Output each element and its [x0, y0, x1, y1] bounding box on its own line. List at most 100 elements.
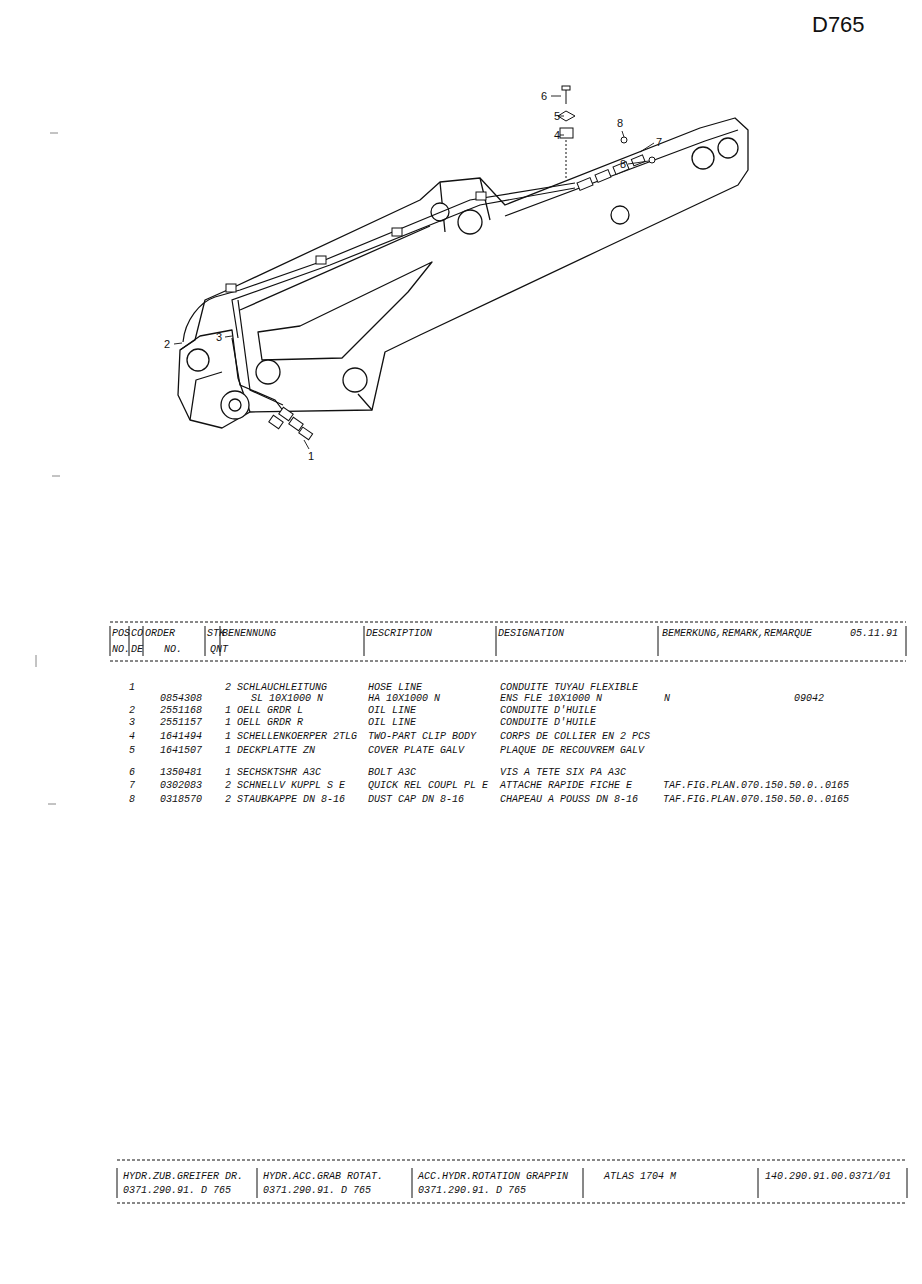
table-cell: TAF.FIG.PLAN.070.150.50.0..0165: [663, 780, 849, 792]
footer-rules-part: [583, 1168, 584, 1198]
footer-cell: HYDR.ZUB.GREIFER DR.: [123, 1171, 243, 1183]
table-cell: 1: [225, 745, 231, 757]
table-cell: 0318570: [160, 794, 202, 806]
upper-couplings: [577, 137, 655, 190]
table-cell: 3: [129, 717, 135, 729]
table-cell: 2: [225, 794, 231, 806]
clamps-part: [316, 256, 326, 264]
lower-couplings-part: [299, 427, 313, 440]
table-cell: CONDUITE TUYAU FLEXIBLE: [500, 682, 638, 694]
clamps-part: [476, 192, 486, 200]
clamps: [226, 192, 486, 292]
footer-rules-part: [412, 1168, 413, 1198]
table-header: DESIGNATION: [498, 628, 564, 640]
clamps-part: [226, 284, 236, 292]
lower-couplings-part: [279, 407, 293, 420]
hose-lines: [183, 183, 575, 420]
table-header: BENENNUNG: [222, 628, 276, 640]
table-cell: DECKPLATTE ZN: [237, 745, 315, 757]
table-rules-part: [906, 626, 907, 656]
table-cell: 1: [129, 682, 135, 694]
footer-cell: 0371.290.91. D 765: [123, 1185, 231, 1197]
table-cell: CHAPEAU A POUSS DN 8-16: [500, 794, 638, 806]
table-rules: [110, 622, 906, 661]
upper-couplings-part: [649, 157, 655, 163]
boom-illustration-part: [718, 138, 738, 158]
page-code: D765: [812, 12, 865, 38]
table-cell: OELL GRDR R: [237, 717, 303, 729]
leader-lines-part: [225, 336, 232, 337]
footer-cell: ATLAS 1704 M: [604, 1171, 676, 1183]
footer-rules-part: [257, 1168, 258, 1198]
footer-rules: [117, 1160, 907, 1203]
table-header: QNT: [210, 644, 228, 656]
scan-marks-part: [50, 133, 58, 134]
table-cell: 2551157: [160, 717, 202, 729]
hose-lines-part: [232, 188, 575, 338]
table-cell: ENS FLE 10X1000 N: [500, 693, 602, 705]
table-cell: DUST CAP DN 8-16: [368, 794, 464, 806]
callout-number: 3: [216, 331, 222, 343]
boom-illustration-part: [343, 368, 367, 392]
clamp-assembly-part: [560, 128, 573, 138]
leader-lines-part: [551, 96, 561, 97]
table-header: NO.: [112, 644, 130, 656]
upper-couplings-part: [631, 155, 645, 166]
table-cell: 5: [129, 745, 135, 757]
leader-lines-part: [304, 440, 309, 449]
table-cell: OELL GRDR L: [237, 705, 303, 717]
table-header: BEMERKUNG,REMARK,REMARQUE: [662, 628, 812, 640]
table-cell: OIL LINE: [368, 717, 416, 729]
table-cell: QUICK REL COUPL PL E: [368, 780, 488, 792]
table-header: DE: [131, 644, 143, 656]
table-cell: 0302083: [160, 780, 202, 792]
callout-number: 2: [164, 338, 170, 350]
clamp-assembly: [558, 86, 575, 180]
boom-illustration-part: [178, 118, 748, 428]
lower-couplings-part: [289, 417, 303, 430]
table-cell: 2: [225, 682, 231, 694]
clamps-part: [392, 228, 402, 236]
footer-cell: ACC.HYDR.ROTATION GRAPPIN: [418, 1171, 568, 1183]
table-cell: CONDUITE D'HUILE: [500, 705, 596, 717]
table-cell: SL 10X1000 N: [251, 693, 323, 705]
table-header: NO.: [164, 644, 182, 656]
table-cell: 1641494: [160, 731, 202, 743]
table-cell: 7: [129, 780, 135, 792]
boom-illustration: [178, 118, 748, 428]
callout-number: 1: [308, 450, 314, 462]
boom-illustration-part: [180, 330, 250, 420]
table-header: POS: [112, 628, 130, 640]
table-cell: 2: [225, 780, 231, 792]
callout-number: 5: [554, 110, 560, 122]
footer-rules-part: [117, 1168, 118, 1198]
lower-couplings: [269, 407, 313, 439]
table-cell: CONDUITE D'HUILE: [500, 717, 596, 729]
table-cell: 2: [129, 705, 135, 717]
leader-lines-part: [560, 135, 564, 136]
table-header: 05.11.91: [850, 628, 898, 640]
table-cell: 2551168: [160, 705, 202, 717]
table-cell: SCHELLENKOERPER 2TLG: [237, 731, 357, 743]
table-cell: 4: [129, 731, 135, 743]
table-rules-part: [364, 626, 365, 656]
table-cell: SCHNELLV KUPPL S E: [237, 780, 345, 792]
footer-cell: 0371.290.91. D 765: [263, 1185, 371, 1197]
callout-number: 6: [541, 90, 547, 102]
table-cell: 1: [225, 731, 231, 743]
table-cell: 6: [129, 767, 135, 779]
table-header: CO: [131, 628, 143, 640]
table-cell: BOLT A3C: [368, 767, 416, 779]
upper-couplings-part: [577, 178, 593, 191]
footer-cell: 140.290.91.00.0371/01: [765, 1171, 891, 1183]
scan-marks: [36, 133, 60, 804]
table-rules-part: [110, 622, 906, 623]
clamp-assembly-part: [558, 111, 575, 121]
table-cell: SECHSKTSHR A3C: [237, 767, 321, 779]
boom-illustration-part: [611, 206, 629, 224]
table-cell: COVER PLATE GALV: [368, 745, 464, 757]
table-cell: SCHLAUCHLEITUNG: [237, 682, 327, 694]
upper-couplings-part: [595, 170, 611, 183]
